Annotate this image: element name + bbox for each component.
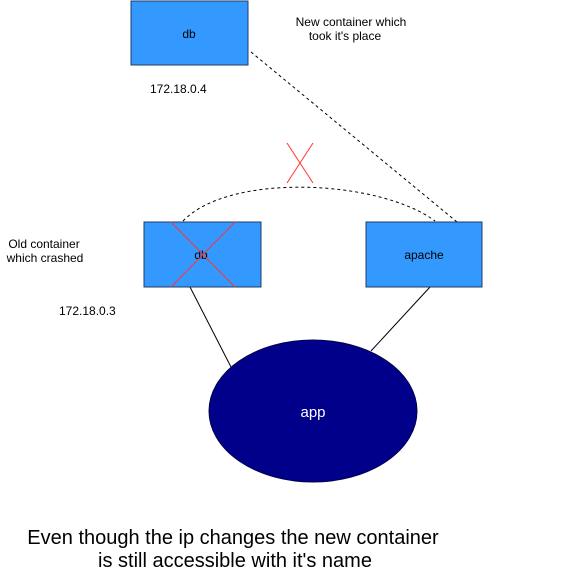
link-app-to-old-db <box>189 286 232 368</box>
app-node: app <box>208 339 418 483</box>
old-container-note-line2: which crashed <box>6 251 84 265</box>
db-new-ip: 172.18.0.4 <box>150 82 207 96</box>
caption-line1: Even though the ip changes the new conta… <box>27 527 439 549</box>
link-app-to-apache <box>370 286 431 352</box>
db-old-container: db <box>143 221 262 288</box>
caption-line2: is still accessible with it's name <box>98 550 372 572</box>
crashed-cross-icon <box>170 221 236 288</box>
new-container-note-line1: New container which <box>296 15 407 29</box>
broken-link-cross-icon <box>286 142 314 184</box>
broken-link-apache-to-old-db <box>182 186 436 222</box>
db-new-label: db <box>182 27 196 41</box>
app-label: app <box>300 404 325 421</box>
old-container-note-line1: Old container <box>8 237 79 251</box>
db-old-label: db <box>194 248 208 262</box>
new-container-note-line2: took it's place <box>309 29 382 43</box>
db-new-container: db <box>130 0 249 66</box>
apache-label: apache <box>404 248 444 262</box>
link-apache-to-new-db <box>250 51 458 223</box>
apache-container: apache <box>365 221 483 288</box>
db-old-ip: 172.18.0.3 <box>59 304 116 318</box>
